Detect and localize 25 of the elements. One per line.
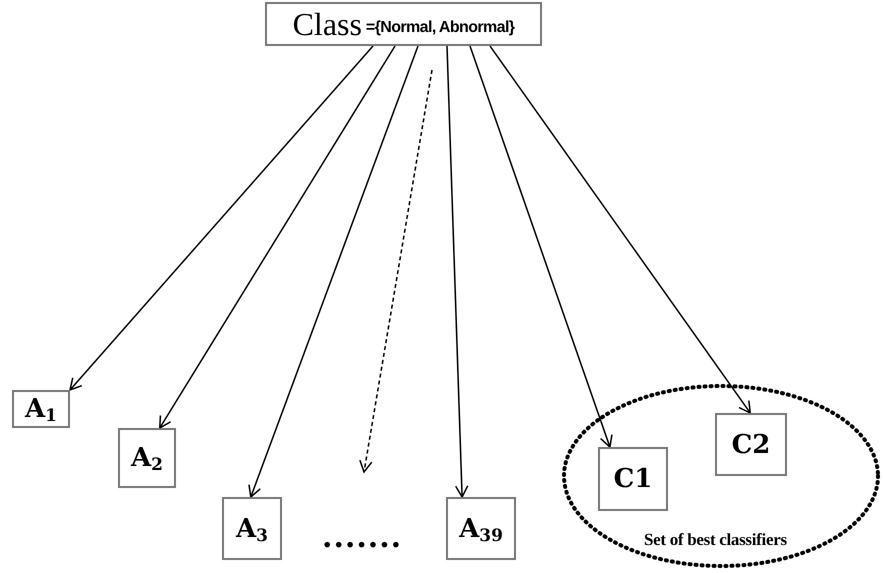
dotted-ellipse xyxy=(562,384,880,568)
arrow xyxy=(248,46,419,498)
class-values: ={Normal, Abnormal} xyxy=(366,18,514,38)
arrow xyxy=(489,46,752,414)
group-label: Set of best classifiers xyxy=(644,529,787,551)
arrow xyxy=(69,46,374,391)
class-title: Class xyxy=(292,8,362,40)
arrow xyxy=(469,46,613,448)
attribute-box xyxy=(446,497,516,560)
arrow xyxy=(359,70,433,473)
node-label: C1 xyxy=(614,466,652,492)
attribute-box xyxy=(715,413,787,476)
arrow xyxy=(446,46,468,498)
arrow xyxy=(159,46,396,429)
attribute-box xyxy=(222,497,282,560)
node-label: A$_{1}$ xyxy=(24,396,58,422)
class-box xyxy=(265,2,542,46)
attribute-box xyxy=(118,428,176,488)
attribute-box xyxy=(598,447,668,511)
ellipsis-label: ....... xyxy=(322,519,402,557)
node-label: A$_{39}$ xyxy=(459,516,503,542)
node-label: A$_{2}$ xyxy=(130,445,164,471)
node-label: A$_{3}$ xyxy=(236,516,268,542)
node-label: C2 xyxy=(732,432,770,458)
attribute-box xyxy=(12,390,70,428)
